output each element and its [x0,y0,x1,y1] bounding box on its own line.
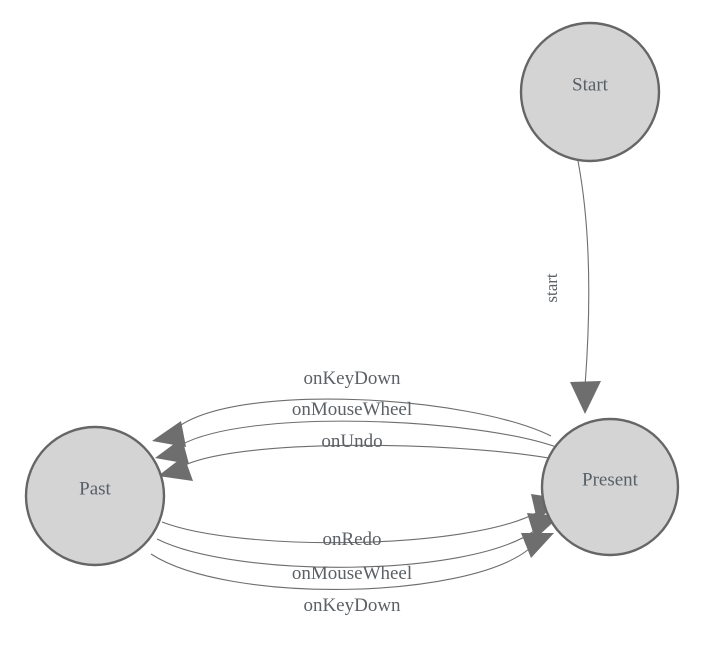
edge-label-lower-2: onMouseWheel [292,563,412,584]
edge-past-to-present-onkeydown[interactable]: onKeyDown [150,533,554,616]
edge-present-to-past-onmousewheel-path [180,420,560,449]
edge-past-to-present-onredo[interactable]: onRedo [161,494,564,550]
node-present-label: Present [582,469,639,490]
node-start-label: Start [572,74,609,95]
edge-label-upper-2: onMouseWheel [292,399,412,420]
edge-past-to-present-onmousewheel-path [156,530,535,568]
arrowhead-into-past-onundo [158,456,193,481]
edge-present-to-past-onkeydown[interactable]: onKeyDown [152,368,552,447]
node-past-circle[interactable] [24,425,166,567]
arrowhead-into-present-start [570,381,601,414]
edge-start-to-present-path [577,160,590,387]
edge-label-upper-3: onUndo [321,431,382,452]
node-present[interactable]: Present [540,417,680,557]
arrowhead-into-present-onkeydown [521,533,554,558]
edge-present-to-past-onkeydown-path [177,398,552,437]
node-past[interactable]: Past [24,425,166,567]
arrowhead-into-past-onmousewheel [155,438,189,464]
edge-present-to-past-onundo-path [184,444,565,466]
edge-past-to-present-onredo-path [161,511,539,544]
edge-present-to-past-onundo[interactable]: onUndo [158,431,565,481]
node-past-label: Past [79,478,111,499]
edge-label-lower-3: onKeyDown [303,595,401,616]
node-start[interactable]: Start [519,21,661,163]
arrowhead-into-past-onkeydown [152,421,186,447]
node-present-circle[interactable] [540,417,680,557]
edge-label-lower-1: onRedo [322,529,381,550]
edge-past-to-present-onmousewheel[interactable]: onMouseWheel [156,513,560,584]
edge-label-upper-1: onKeyDown [303,368,401,389]
edge-past-to-present-onkeydown-path [150,548,530,590]
edge-label-start: start [542,273,561,303]
edge-start-to-present[interactable]: start [542,160,601,414]
edge-present-to-past-onmousewheel[interactable]: onMouseWheel [155,399,560,464]
node-start-circle[interactable] [519,21,661,163]
